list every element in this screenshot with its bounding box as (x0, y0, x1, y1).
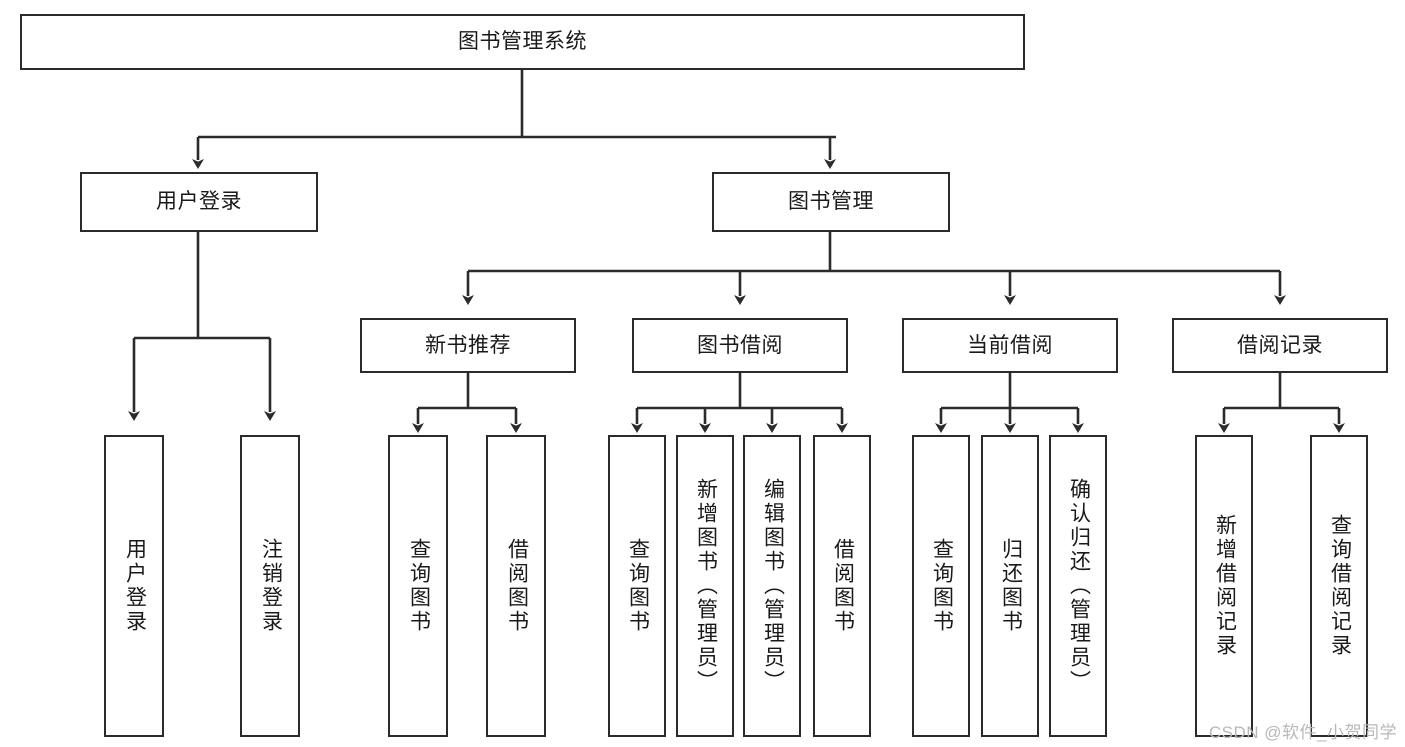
node-leaf-borrow-book-2-label: 借阅图书 (831, 538, 855, 634)
node-leaf-query-book-1-label: 查询图书 (407, 538, 431, 634)
node-leaf-borrow-book-2[interactable]: 借阅图书 (813, 435, 871, 737)
node-leaf-edit-book-label: 编辑图书（管理员） (761, 478, 785, 694)
node-borrow-record[interactable]: 借阅记录 (1172, 318, 1388, 373)
node-new-book-recommend-label: 新书推荐 (425, 333, 511, 357)
node-leaf-query-book-1[interactable]: 查询图书 (388, 435, 448, 737)
node-root-label: 图书管理系统 (458, 30, 587, 54)
node-leaf-borrow-book-1-label: 借阅图书 (505, 538, 529, 634)
node-user-login-label: 用户登录 (156, 190, 242, 214)
node-leaf-confirm-return[interactable]: 确认归还（管理员） (1049, 435, 1107, 737)
node-borrow-record-label: 借阅记录 (1237, 333, 1323, 357)
node-leaf-add-book[interactable]: 新增图书（管理员） (676, 435, 734, 737)
node-leaf-add-book-label: 新增图书（管理员） (694, 478, 718, 694)
node-book-borrow[interactable]: 图书借阅 (632, 318, 848, 373)
node-leaf-query-record[interactable]: 查询借阅记录 (1310, 435, 1368, 737)
node-new-book-recommend[interactable]: 新书推荐 (360, 318, 576, 373)
node-leaf-user-login[interactable]: 用户登录 (104, 435, 164, 737)
node-current-borrow-label: 当前借阅 (967, 333, 1053, 357)
node-leaf-logout-login-label: 注销登录 (259, 538, 283, 634)
node-book-management-label: 图书管理 (788, 190, 874, 214)
node-leaf-query-book-3-label: 查询图书 (930, 538, 954, 634)
node-leaf-logout-login[interactable]: 注销登录 (240, 435, 300, 737)
node-leaf-user-login-label: 用户登录 (123, 538, 147, 634)
node-current-borrow[interactable]: 当前借阅 (902, 318, 1118, 373)
node-book-management[interactable]: 图书管理 (712, 172, 950, 232)
node-leaf-confirm-return-label: 确认归还（管理员） (1067, 478, 1091, 694)
node-leaf-return-book-label: 归还图书 (999, 538, 1023, 634)
node-leaf-borrow-book-1[interactable]: 借阅图书 (486, 435, 546, 737)
node-leaf-add-record[interactable]: 新增借阅记录 (1195, 435, 1253, 737)
node-book-borrow-label: 图书借阅 (697, 333, 783, 357)
node-leaf-query-book-2[interactable]: 查询图书 (608, 435, 666, 737)
node-leaf-query-book-3[interactable]: 查询图书 (912, 435, 970, 737)
watermark: CSDN @软件_小贺同学 (1208, 723, 1397, 742)
node-leaf-query-record-label: 查询借阅记录 (1328, 514, 1352, 658)
node-root[interactable]: 图书管理系统 (20, 14, 1025, 70)
node-user-login[interactable]: 用户登录 (80, 172, 318, 232)
node-leaf-edit-book[interactable]: 编辑图书（管理员） (743, 435, 801, 737)
node-leaf-add-record-label: 新增借阅记录 (1213, 514, 1237, 658)
node-leaf-return-book[interactable]: 归还图书 (981, 435, 1039, 737)
node-leaf-query-book-2-label: 查询图书 (626, 538, 650, 634)
